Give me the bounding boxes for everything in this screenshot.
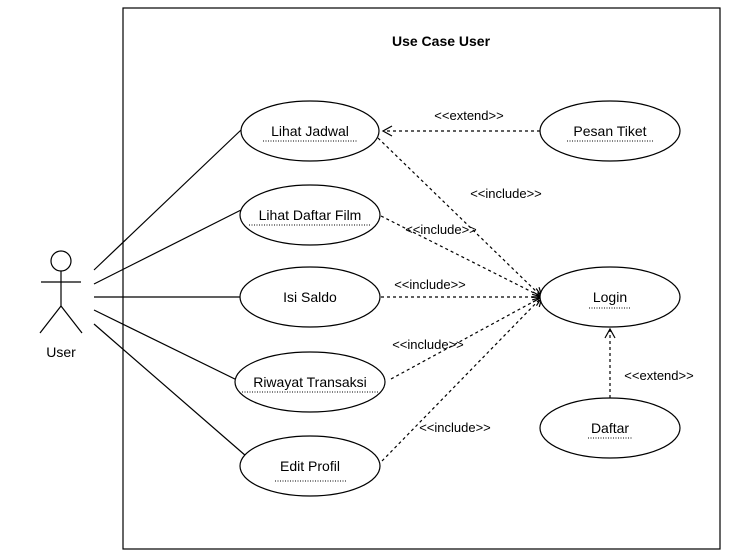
use-case-lihat-daftar-film[interactable]: Lihat Daftar Film [239, 184, 381, 246]
include-lihat-jadwal-line [377, 137, 543, 298]
use-case-label: Riwayat Transaksi [253, 374, 367, 390]
use-case-label: Isi Saldo [283, 289, 337, 305]
use-case-riwayat-transaksi[interactable]: Riwayat Transaksi [234, 351, 386, 413]
assoc-riwayat-transaksi [93, 309, 242, 383]
include-lihat-daftar-film-line [380, 215, 544, 299]
use-case-label: Edit Profil [280, 458, 340, 474]
include-edit-profil-line [381, 296, 543, 462]
associations [93, 129, 247, 457]
dependencies [377, 125, 616, 462]
extend-label-daftar: <<extend>> [624, 368, 693, 383]
system-title: Use Case User [392, 33, 491, 49]
assoc-edit-profil [93, 323, 247, 457]
include-label-riwayat-transaksi: <<include>> [392, 337, 464, 352]
include-riwayat-transaksi-line [390, 296, 544, 380]
use-case-pesan-tiket[interactable]: Pesan Tiket [539, 100, 681, 162]
use-case-lihat-jadwal[interactable]: Lihat Jadwal [240, 100, 380, 162]
include-label-isi-saldo: <<include>> [394, 277, 466, 292]
include-label-lihat-daftar-film: <<include>> [405, 222, 477, 237]
assoc-lihat-jadwal [93, 129, 242, 271]
include-label-lihat-jadwal: <<include>> [470, 186, 542, 201]
actor-label: User [46, 344, 76, 360]
use-case-label: Pesan Tiket [573, 123, 646, 139]
include-label-edit-profil: <<include>> [419, 420, 491, 435]
extend-label-pesan-tiket: <<extend>> [434, 108, 503, 123]
use-case-daftar[interactable]: Daftar [539, 397, 681, 459]
actor-user[interactable]: User [39, 250, 83, 360]
stick-figure-icon [39, 250, 83, 334]
use-case-label: Lihat Daftar Film [259, 207, 362, 223]
assoc-lihat-daftar-film [93, 209, 242, 285]
use-case-label: Daftar [591, 420, 629, 436]
use-case-label: Lihat Jadwal [271, 123, 349, 139]
relation-labels: <<extend>> <<include>> <<include>> <<inc… [392, 108, 693, 435]
use-case-login[interactable]: Login [539, 266, 681, 328]
use-case-label: Login [593, 289, 627, 305]
use-case-edit-profil[interactable]: Edit Profil [239, 435, 381, 497]
use-case-isi-saldo[interactable]: Isi Saldo [239, 266, 381, 328]
